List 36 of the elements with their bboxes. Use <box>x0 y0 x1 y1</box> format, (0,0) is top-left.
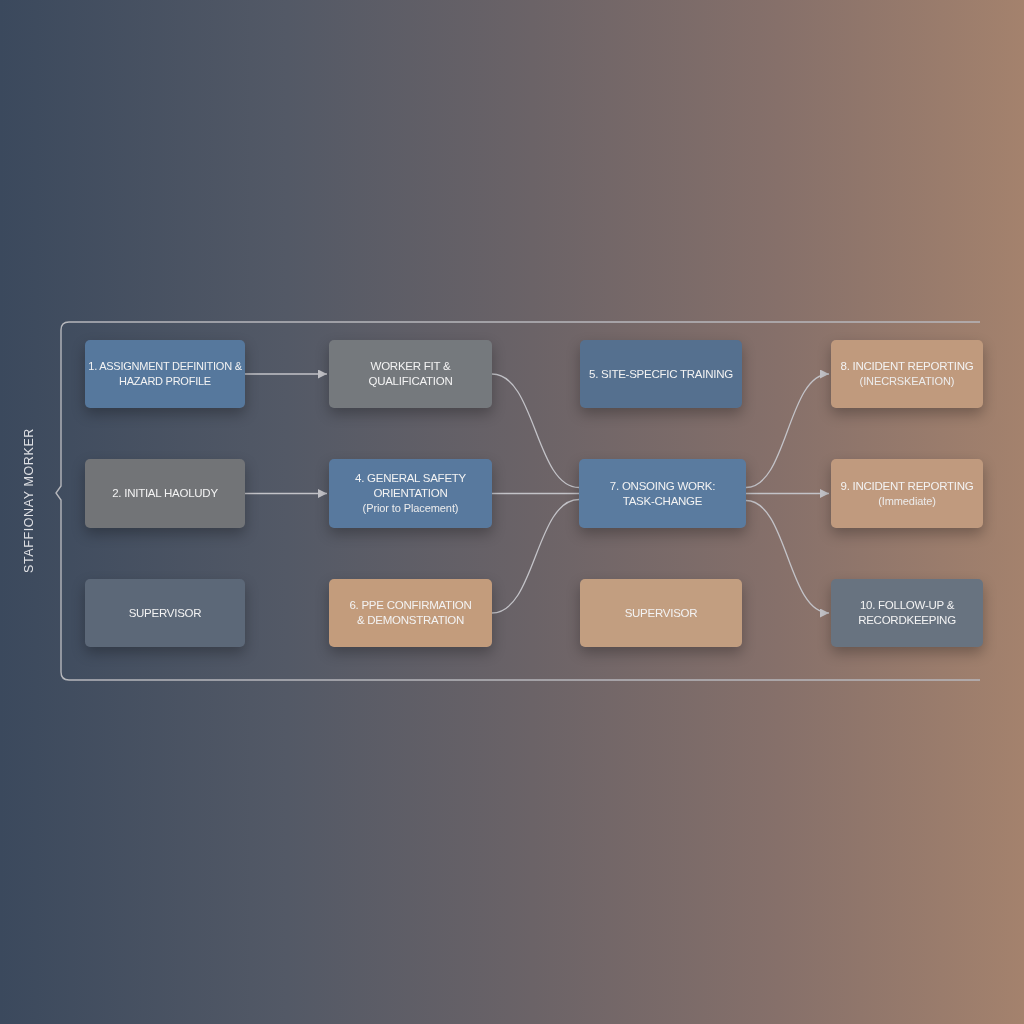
process-box <box>580 579 742 647</box>
process-box <box>831 340 983 408</box>
arrow <box>244 489 328 498</box>
process-box <box>85 340 245 408</box>
lane-label: STAFFIONAY MORKER <box>22 427 36 573</box>
process-box <box>85 459 245 528</box>
box-title: 5. SITE-SPECFIC TRAINING <box>589 366 733 382</box>
box-title: WORKER FIT & QUALIFICATION <box>367 359 454 389</box>
process-box <box>329 340 492 408</box>
connector-line <box>491 492 580 495</box>
process-box <box>85 579 245 647</box>
box-title: 1. ASSIGNMENT DEFINITION & HAZARD PROFILE <box>87 359 243 389</box>
box-title: SUPERVISOR <box>128 605 202 621</box>
box-title: 8. INCIDENT REPORTING <box>840 359 974 374</box>
process-box <box>580 340 742 408</box>
box-title: 6. PPE CONFIRMATION & DEMONSTRATION <box>348 598 473 628</box>
process-box <box>831 459 983 528</box>
arrow <box>745 371 830 489</box>
box-title: 7. ONSOING WORK: TASK-CHANGE <box>608 478 717 509</box>
process-box <box>329 579 492 647</box>
box-subtitle: (Prior to Placement) <box>362 501 459 516</box>
process-box <box>831 579 983 647</box>
arrow <box>244 369 328 379</box>
box-title: 9. INCIDENT REPORTING <box>840 478 974 494</box>
box-title: SUPERVISOR <box>624 605 698 621</box>
box-title: 10. FOLLOW-UP & RECORDKEEPING <box>857 598 957 628</box>
process-box <box>329 459 492 528</box>
box-title: 2. INITIAL HAOLUDY <box>112 486 218 501</box>
box-subtitle: (Immediate) <box>878 493 936 509</box>
box-title: 4. GENERAL SAFETY ORIENTATION <box>354 471 467 501</box>
arrow <box>745 489 830 498</box>
process-box <box>579 459 746 528</box>
connector-line <box>491 373 580 489</box>
arrow <box>745 499 830 616</box>
connector-line <box>491 498 580 614</box>
box-subtitle: (INECRSKEATION) <box>859 374 955 389</box>
